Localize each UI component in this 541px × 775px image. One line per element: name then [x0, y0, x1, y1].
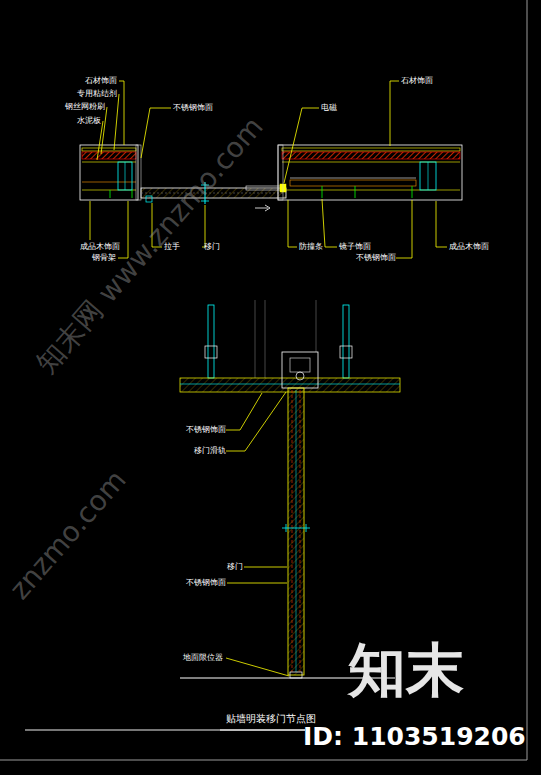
part-label: 不锈钢饰面	[186, 578, 226, 587]
part-label: 电磁	[321, 103, 337, 112]
part-label: 防撞条	[299, 242, 323, 251]
title-underline	[220, 730, 305, 731]
part-label: 成品木饰面	[449, 242, 489, 251]
part-label: 石材饰面	[85, 76, 117, 85]
watermark: znzmo.com	[3, 464, 133, 607]
part-label: 移门	[204, 242, 220, 251]
part-label: 不锈钢饰面	[186, 425, 226, 434]
part-label: 不锈钢饰面	[173, 103, 213, 112]
leader-lines	[90, 81, 447, 676]
part-label: 移门	[227, 562, 243, 571]
part-label: 专用粘结剂	[77, 89, 117, 98]
part-label: 地面限位器	[183, 653, 223, 662]
drawing-title: 贴墙明装移门节点图	[226, 713, 316, 725]
title-underline	[25, 729, 305, 731]
part-label: 不锈钢饰面	[356, 253, 396, 262]
frame-line	[527, 0, 528, 760]
part-label: 成品木饰面	[80, 242, 120, 251]
part-label: 水泥板	[77, 116, 101, 125]
watermark: 知末网 www.znzmo.com	[30, 110, 270, 379]
part-label: 移门滑轨	[194, 446, 226, 455]
sliding-door-section	[180, 300, 400, 678]
watermark: ID: 1103519206	[303, 722, 526, 752]
left-wall-plan	[80, 145, 141, 200]
part-label: 镜子饰面	[339, 242, 371, 251]
part-label: 钢丝网粉刷	[65, 102, 105, 111]
part-label: 石材饰面	[401, 76, 433, 85]
watermark: 知末	[348, 636, 464, 706]
frame-line	[0, 760, 527, 761]
right-wall-plan	[278, 145, 462, 200]
